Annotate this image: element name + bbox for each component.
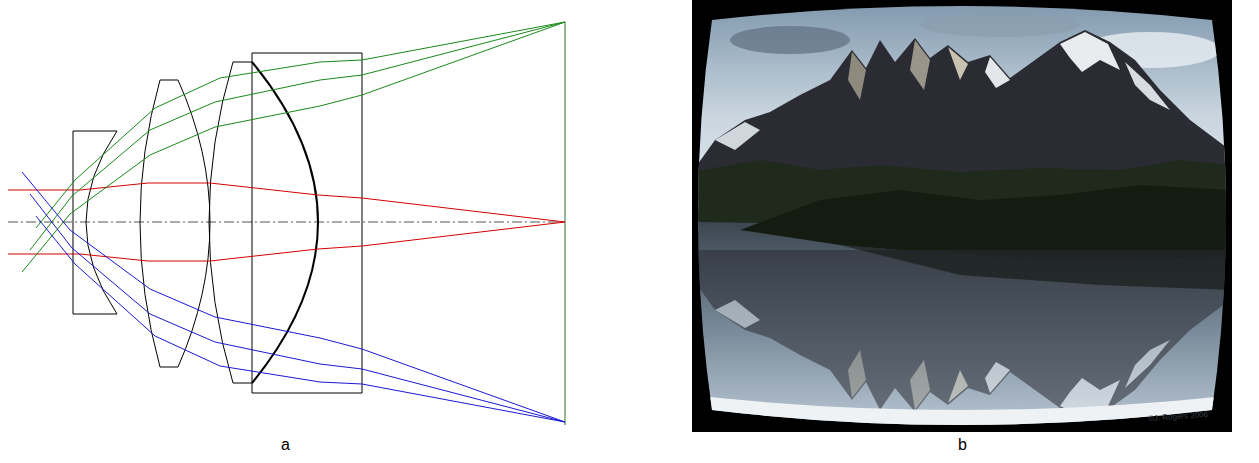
lens-element: [209, 62, 252, 383]
optical-axis: [8, 222, 565, 223]
oblique-rays: [22, 22, 565, 272]
lens-element: [252, 53, 362, 393]
oblique-rays: [22, 172, 565, 422]
lens-element: [73, 131, 117, 314]
lens-elements: [73, 53, 362, 393]
lens-diagram: [8, 22, 565, 425]
lens-element: [140, 80, 210, 367]
image-plane: [565, 22, 566, 425]
axial-rays: [8, 183, 565, 261]
lens-element: [252, 62, 318, 383]
figure-label: b: [958, 437, 967, 453]
figure-label: a: [281, 437, 290, 453]
fisheye-photo: [680, 0, 1240, 442]
